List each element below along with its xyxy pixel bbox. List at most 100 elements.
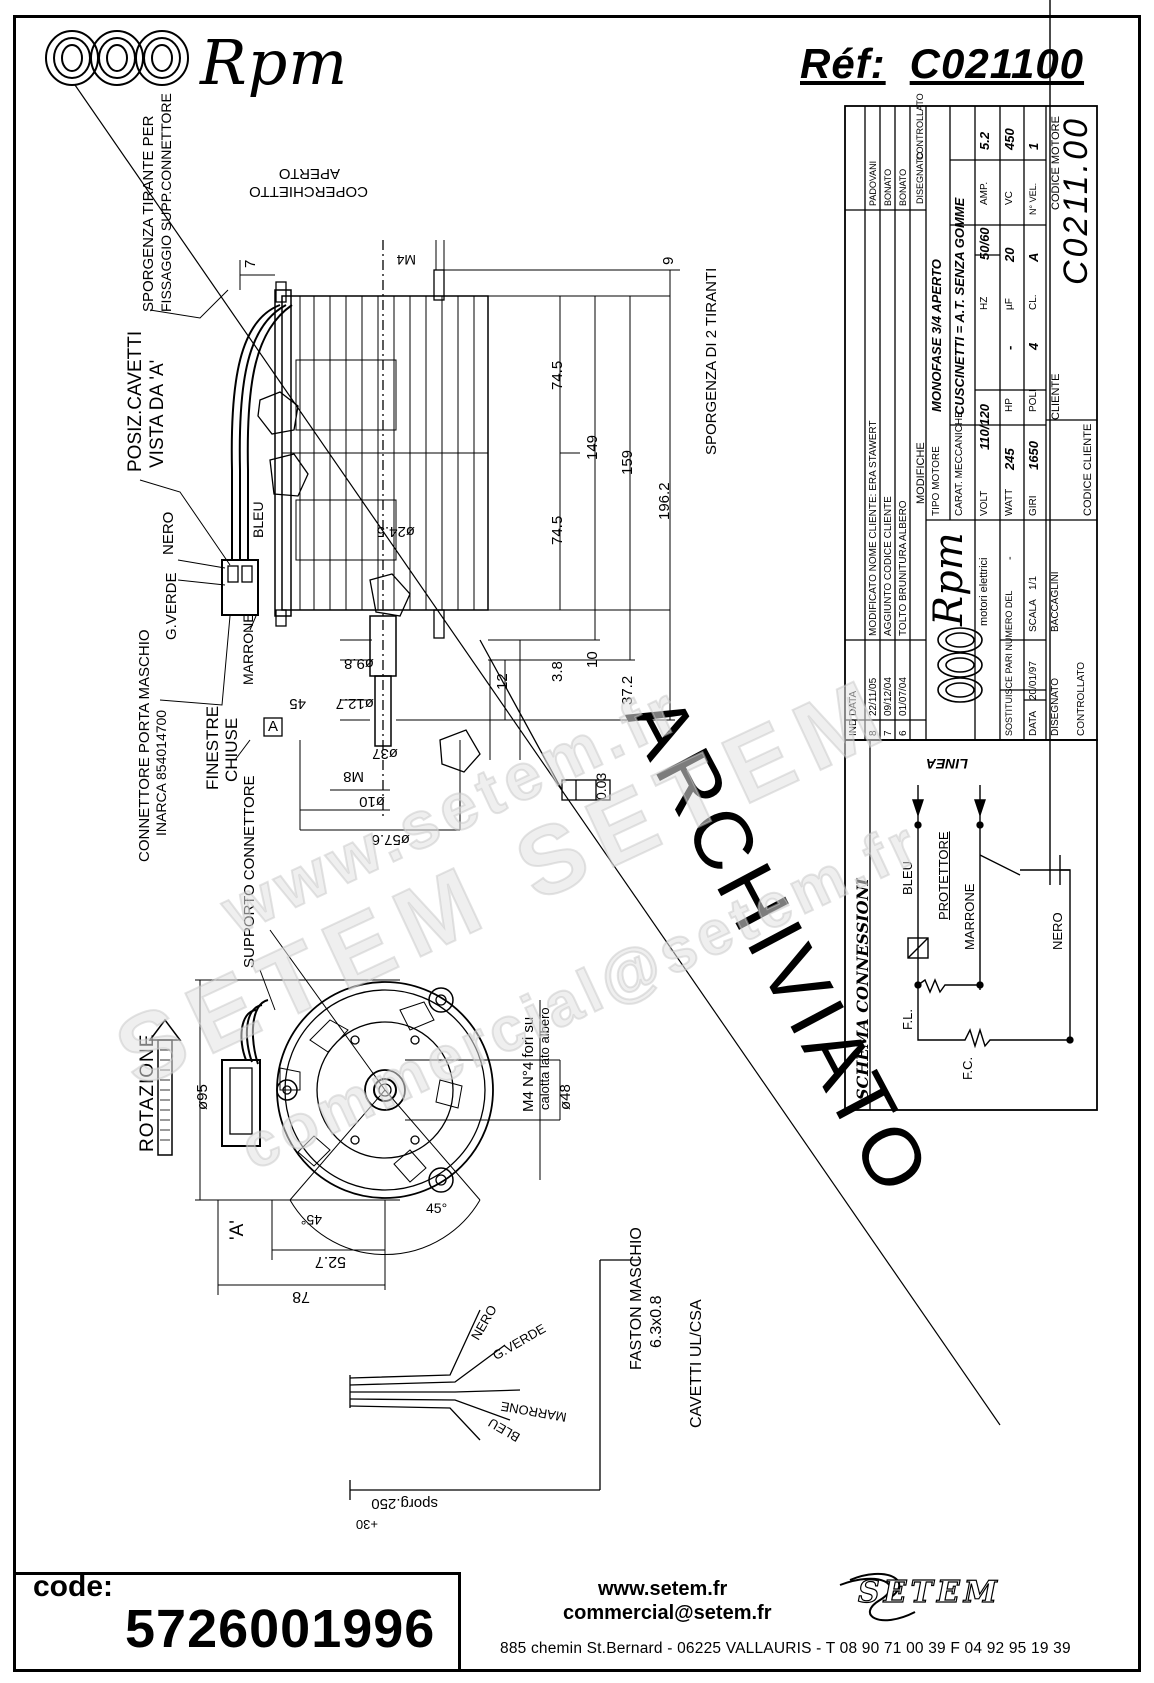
title-block [844, 105, 1098, 1111]
spec-cl-label: CL. [1028, 294, 1039, 310]
dim-3-8: 3.8 [549, 661, 566, 682]
dim-m8: M8 [343, 768, 364, 785]
spec-watt-value: 245 [1002, 448, 1017, 470]
label-sporgenza: SPORGENZA TIRANTE PER [140, 115, 157, 312]
dim-149: 149 [584, 434, 601, 460]
spec-cl-value: A [1026, 252, 1041, 262]
footer-email[interactable]: commercial@setem.fr [563, 1602, 772, 1624]
brand-logo-text: Rpm [200, 26, 349, 99]
label-coperchietto: COPERCHIETTO [249, 183, 368, 200]
dim-24-5: ø24.5 [376, 523, 415, 540]
tb-header-controllato: CONTROLLATO [915, 93, 925, 160]
dim-52-7: 52.7 [314, 1253, 346, 1270]
rev-6-dis: BONATO [898, 168, 908, 206]
label-sporg: sporg.250 [371, 1495, 438, 1512]
spec-vc-value: 450 [1002, 128, 1017, 150]
spec-nvel-value: 1 [1026, 142, 1041, 150]
label-sporg-tol: +30 [355, 1517, 378, 1532]
spec-watt-label: WATT [1004, 488, 1015, 516]
tb-header-modifiche: MODIFICHE [915, 442, 927, 504]
codice-cliente-label: CODICE CLIENTE [1082, 423, 1094, 516]
dim-9-8: ø9.8 [343, 655, 374, 672]
rev-8-dis: PADOVANI [868, 160, 878, 206]
reference: Réf:C021100 [800, 40, 1084, 88]
label-fissaggio: FISSAGGIO SUPP.CONNETTORE [158, 93, 174, 312]
label-aperto: APERTO [278, 165, 340, 182]
scala-label: SCALA [1028, 599, 1039, 632]
spec-giri-label: GIRI [1028, 495, 1039, 516]
dim-196-2: 196.2 [656, 482, 673, 520]
label-finestre: FINESTRE [203, 705, 222, 790]
tb-rpm-sub: motori elettrici [978, 557, 990, 626]
label-posiz-cavetti: POSIZ.CAVETTI [125, 330, 146, 472]
data-value: 20/01/97 [1028, 661, 1039, 700]
drawing-frame [13, 15, 1141, 1672]
rev-8-mod: MODIFICATO NOME CLIENTE: ERA STAWERT [868, 420, 879, 636]
tipo-motore: MONOFASE 3/4 APERTO [929, 259, 944, 412]
spec-amp-label: AMP. [979, 181, 990, 205]
schema-linea: LINEA [926, 756, 968, 772]
schema-protettore: PROTETTORE [936, 831, 951, 920]
label-marrone: MARRONE [240, 613, 256, 685]
dim-10: 10 [584, 651, 601, 668]
spec-volt-value: 110/120 [977, 403, 992, 450]
spec-hz-value: 50/60 [977, 227, 992, 260]
schema-fc: F.C. [960, 1056, 975, 1080]
dim-37: ø37 [372, 745, 398, 762]
sostituisce-value: - [1004, 556, 1016, 560]
angle-45-b: 45° [426, 1200, 448, 1216]
spec-hp-value: - [1002, 345, 1017, 350]
dim-74-5-b: 74.5 [549, 515, 566, 545]
footer-website[interactable]: www.setem.fr [598, 1578, 728, 1600]
ref-value: C021100 [909, 40, 1085, 87]
label-cavetti: CAVETTI UL/CSA [688, 1299, 705, 1428]
spec-giri-value: 1650 [1026, 441, 1041, 470]
spec-volt-label: VOLT [979, 490, 990, 516]
spec-amp-value: 5.2 [977, 131, 992, 150]
dim-7: 7 [242, 259, 259, 268]
label-chiuse: CHIUSE [222, 717, 241, 782]
tb-rpm-brand: Rpm [926, 532, 972, 626]
disegnato-label: DISEGNATO [1050, 678, 1061, 736]
dim-95: ø95 [194, 1084, 211, 1110]
label-faston: FASTON MASCHIO [628, 1227, 645, 1370]
setem-logo: SETEM [857, 1574, 1001, 1610]
dim-45: 45 [289, 695, 306, 712]
dim-m4: M4 [396, 252, 416, 268]
angle-45-a: 45° [300, 1212, 322, 1228]
carat-label: CARAT. MECCANICHE [954, 411, 965, 516]
rpm-small-logo-icon [937, 627, 983, 703]
label-vista-da: VISTA DA 'A' [147, 359, 168, 468]
dim-48: ø48 [557, 1084, 574, 1110]
setem-swirl-icon [839, 1572, 916, 1622]
dim-78: 78 [292, 1288, 310, 1305]
spec-poli-value: 4 [1026, 342, 1041, 350]
scala-value: 1/1 [1028, 576, 1039, 590]
cliente-label: CLIENTE [1050, 373, 1062, 420]
label-sporgenza-tiranti: SPORGENZA DI 2 TIRANTI [703, 267, 720, 455]
label-connettore: CONNETTORE PORTA MASCHIO [136, 629, 153, 862]
dim-12-7: ø12.7 [335, 695, 374, 712]
spec-hz-label: HZ [979, 296, 990, 310]
datum-a-label: A [268, 718, 279, 735]
rev-7-mod: AGGIUNTO CODICE CLIENTE [883, 496, 894, 636]
rev-6-mod: TOLTO BRUNITURA ALBERO [898, 500, 909, 636]
schema-title: SCHEMA CONNESSIONI [853, 878, 872, 1100]
schema-fl: F.L. [900, 1009, 915, 1030]
view-a-label: 'A' [227, 1220, 248, 1240]
label-faston-size: 6.3x0.8 [648, 1295, 665, 1348]
label-g-verde: G.VERDE [163, 572, 180, 640]
spec-hp-label: HP [1004, 398, 1015, 412]
spec-uf-value: 20 [1002, 247, 1017, 262]
label-nero: NERO [160, 511, 177, 555]
spec-vc-label: VC [1004, 191, 1015, 205]
codice-motore: C0211.00 [1057, 116, 1095, 285]
controllato-label: CONTROLLATO [1076, 661, 1087, 736]
carat-value: CUSCINETTI = A.T. SENZA GOMME [952, 197, 967, 415]
code-box [16, 1572, 461, 1670]
spec-nvel-label: N° VEL. [1028, 182, 1038, 215]
dim-74-5-a: 74.5 [549, 360, 566, 390]
footer-address: 885 chemin St.Bernard - 06225 VALLAURIS … [500, 1640, 1071, 1657]
tipo-motore-label: TIPO MOTORE [931, 446, 942, 516]
data-label: DATA [1028, 710, 1039, 736]
